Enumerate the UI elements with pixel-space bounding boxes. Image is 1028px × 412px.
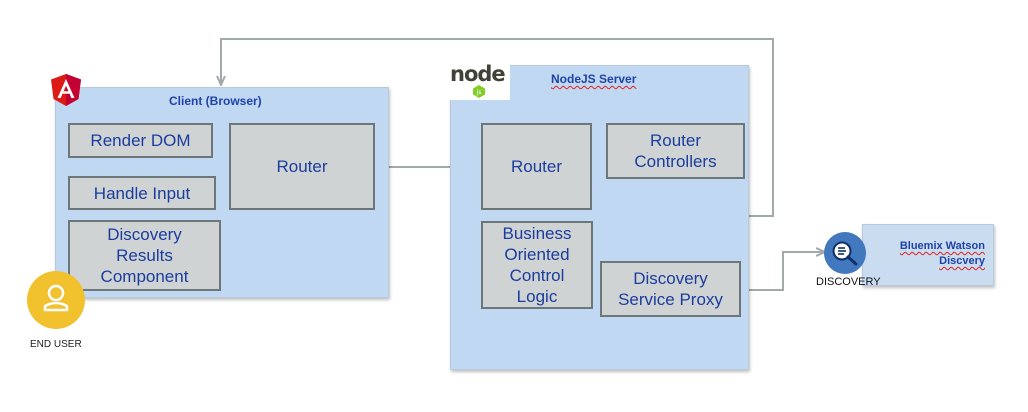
discovery-icon — [824, 232, 866, 274]
nodejs-hexagon-icon: js — [473, 85, 485, 98]
discovery-icon-label: DISCOVERY — [816, 276, 881, 288]
client-container: Client (Browser) Render DOM Handle Input… — [55, 87, 389, 298]
discovery-service-box: Bluemix Watson Discvery — [862, 224, 994, 286]
arrow-proxy-to-discovery — [740, 252, 824, 291]
arrow-server-to-client — [221, 38, 774, 217]
angular-logo-icon — [51, 74, 81, 106]
nodejs-logo-text: node — [450, 62, 506, 86]
server-router-box: Router — [481, 123, 592, 210]
client-title: Client (Browser) — [169, 94, 262, 108]
end-user-icon — [27, 271, 85, 329]
business-logic-box: Business Oriented Control Logic — [481, 221, 593, 309]
render-dom-box: Render DOM — [68, 123, 213, 158]
discovery-service-label: Bluemix Watson Discvery — [863, 239, 985, 269]
router-controllers-box: Router Controllers — [606, 123, 745, 179]
server-title: NodeJS Server — [551, 72, 637, 86]
end-user-label: END USER — [30, 339, 82, 350]
discovery-service-line2: Discvery — [939, 255, 985, 267]
discovery-proxy-box: Discovery Service Proxy — [600, 261, 741, 317]
server-container: NodeJS Server Router Router Controllers … — [450, 65, 749, 370]
nodejs-logo-icon: node js — [447, 60, 510, 100]
handle-input-box: Handle Input — [68, 176, 216, 210]
discovery-service-line1: Bluemix Watson — [899, 240, 985, 252]
svg-text:js: js — [476, 89, 482, 96]
client-router-box: Router — [229, 123, 375, 210]
discovery-results-box: Discovery Results Component — [68, 220, 221, 291]
